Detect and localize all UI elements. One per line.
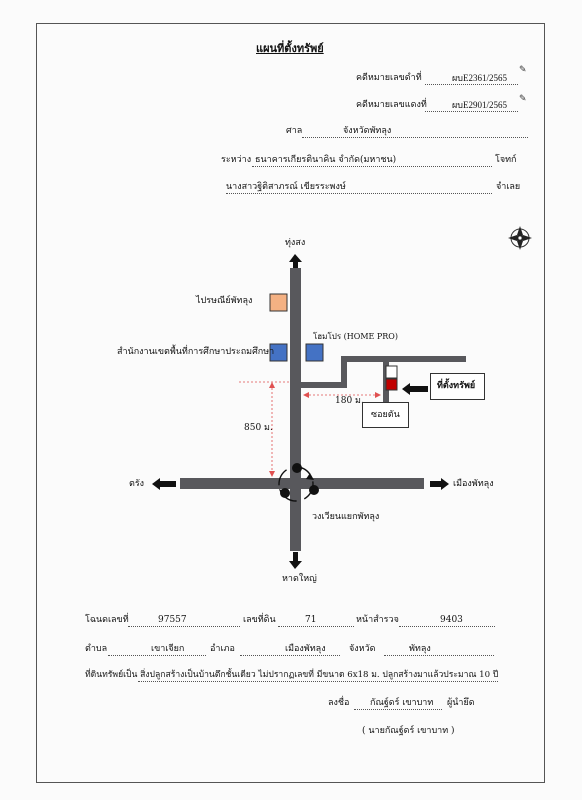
red-case-value: ผบE2901/2565 [452, 100, 507, 110]
page-title: แผนที่ตั้งทรัพย์ [256, 42, 324, 55]
soi-road [341, 356, 466, 362]
plaintiff-line [252, 166, 492, 167]
court-line [302, 137, 528, 138]
description-line [138, 681, 498, 682]
land-no-line [278, 626, 354, 627]
district-line [240, 655, 340, 656]
land-no-value: 71 [305, 615, 317, 625]
province-label: จังหวัด [349, 644, 376, 654]
subdistrict-line [108, 655, 206, 656]
plaintiff-label: โจทก์ [495, 155, 517, 165]
property-box: ที่ตั้งทรัพย์ [430, 373, 485, 400]
court-value: จังหวัดพัทลุง [343, 126, 392, 136]
province-value: พัทลุง [409, 644, 431, 654]
south-label: หาดใหญ่ [282, 574, 317, 584]
home-pro-label: โฮมโปร (HOME PRO) [313, 332, 398, 341]
deed-line [128, 626, 240, 627]
red-case-label: คดีหมายเลขแดงที่ [356, 100, 427, 110]
pen-mark-icon: ✎ [519, 65, 527, 75]
property-arrow-icon [402, 383, 428, 395]
home-pro-marker [305, 343, 324, 362]
roundabout-label: วงเวียนแยกพัทลุง [312, 512, 380, 522]
distance-main-label: 850 ม. [244, 423, 273, 433]
printed-name: ( นายกัณฐ์ดร์ เขาบาท ) [362, 726, 455, 736]
property-marker [385, 378, 398, 391]
deed-value: 97557 [158, 615, 187, 625]
post-office-marker [269, 293, 288, 312]
north-label: ทุ่งสง [285, 238, 306, 248]
red-case-line [425, 111, 518, 112]
land-no-label: เลขที่ดิน [243, 615, 276, 625]
main-road-horizontal [180, 478, 424, 489]
subdistrict-value: เขาเจียก [151, 644, 185, 654]
deed-label: โฉนดเลขที่ [85, 615, 129, 625]
sign-line [354, 709, 442, 710]
north-arrow-icon [289, 254, 302, 268]
survey-value: 9403 [440, 615, 463, 625]
sign-label: ลงชื่อ [328, 698, 350, 708]
defendant-value: นางสาวฐิติสาภรณ์ เขียรระพงษ์ [226, 182, 346, 192]
court-label: ศาล [286, 126, 303, 136]
pen-mark-icon: ✎ [519, 94, 527, 104]
edu-office-marker [269, 343, 288, 362]
dead-end-box: ซอยตัน [362, 402, 409, 428]
south-arrow-icon [289, 552, 302, 569]
survey-label: หน้าสำรวจ [356, 615, 399, 625]
post-office-label: ไปรษณีย์พัทลุง [196, 296, 253, 306]
property-description: ที่ดินทรัพย์เป็น สิ่งปลูกสร้างเป็นบ้านตึ… [85, 670, 499, 680]
defendant-line [226, 193, 492, 194]
plaintiff-value: ธนาคารเกียรตินาคิน จำกัด(มหาชน) [255, 155, 397, 165]
west-arrow-icon [152, 478, 176, 490]
survey-line [399, 626, 495, 627]
province-line [384, 655, 494, 656]
sign-role: ผู้นำยึด [447, 698, 475, 708]
distance-soi-label: 180 ม. [335, 396, 364, 406]
soi-road [341, 356, 347, 388]
black-case-value: ผบE2361/2565 [452, 73, 507, 83]
west-label: ตรัง [129, 479, 145, 489]
property-label: ที่ตั้งทรัพย์ [437, 381, 476, 391]
roundabout-icon [278, 463, 319, 502]
soi-road [301, 382, 347, 388]
defendant-label: จำเลย [496, 182, 521, 192]
page-border [36, 23, 545, 783]
east-label: เมืองพัทลุง [453, 479, 494, 489]
black-case-line [425, 84, 518, 85]
dead-end-label: ซอยตัน [371, 410, 400, 420]
sign-name: กัณฐ์ดร์ เขาบาท [370, 698, 434, 708]
main-road-vertical [290, 268, 301, 551]
between-label: ระหว่าง [221, 155, 252, 165]
subdistrict-label: ตำบล [85, 644, 108, 654]
house-outline [385, 365, 398, 379]
black-case-label: คดีหมายเลขดำที่ [356, 73, 422, 83]
edu-office-label: สำนักงานเขตพื้นที่การศึกษาประถมศึกษา [117, 347, 275, 357]
east-arrow-icon [430, 478, 449, 490]
district-value: เมืองพัทลุง [285, 644, 326, 654]
compass-icon [508, 226, 532, 250]
district-label: อำเภอ [210, 644, 235, 654]
